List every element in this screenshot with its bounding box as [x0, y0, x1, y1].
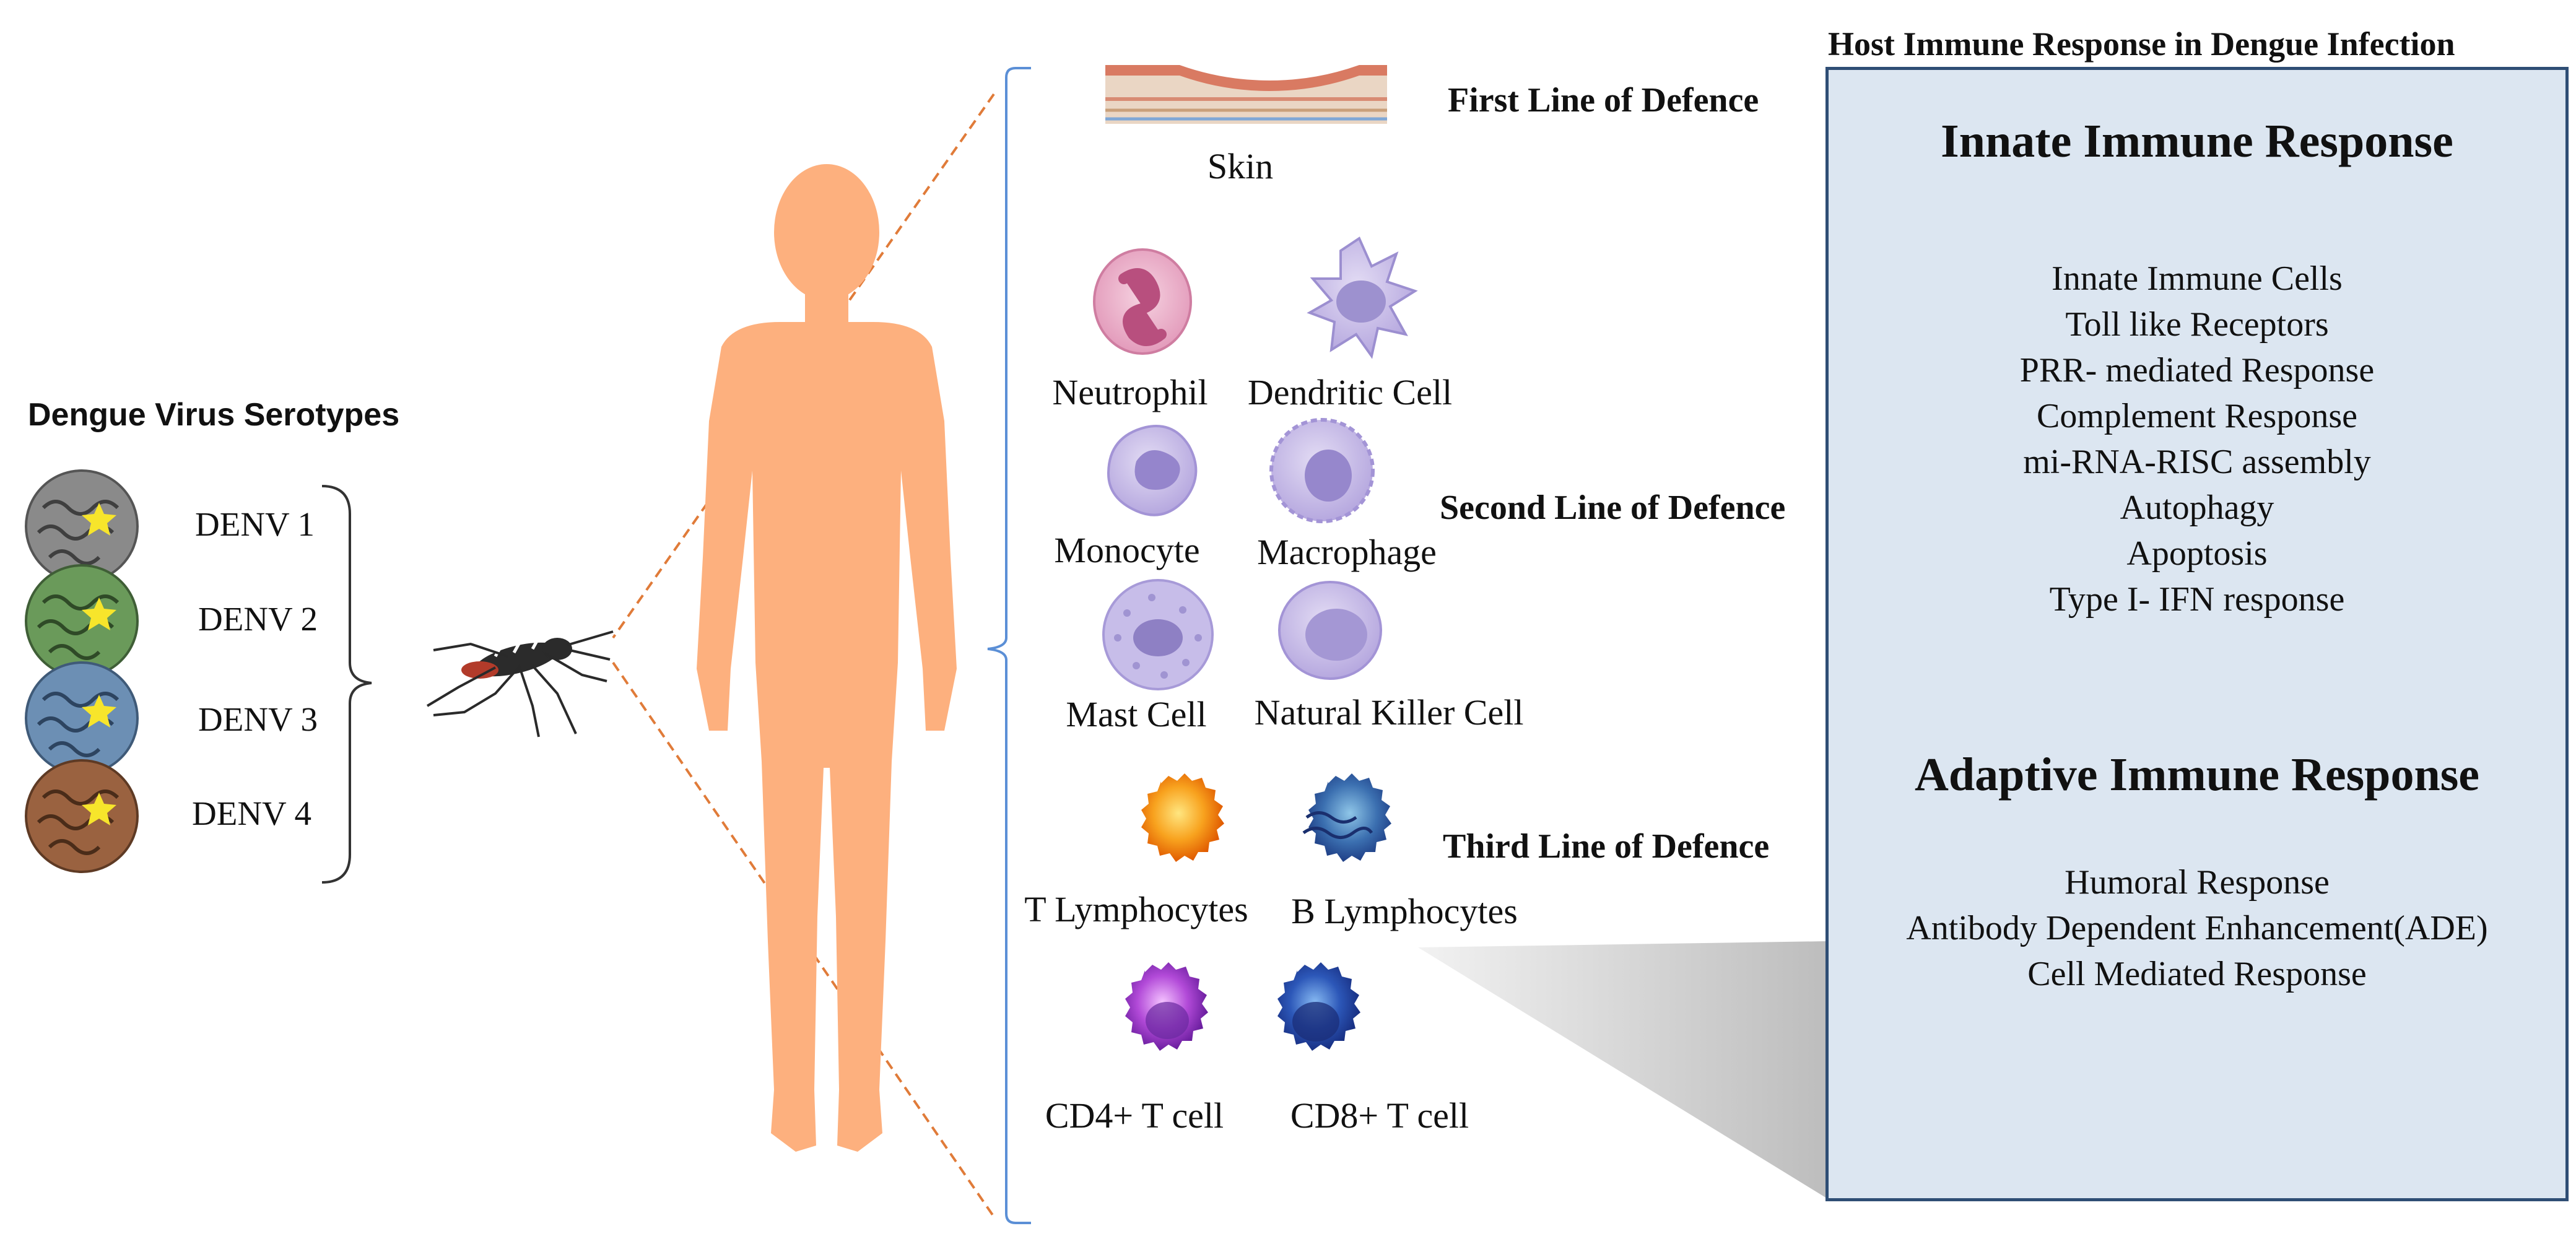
innate-list: Innate Immune Cells Toll like Receptors …	[1829, 256, 2565, 622]
macrophage-label: Macrophage	[1257, 532, 1437, 572]
adaptive-list: Humoral Response Antibody Dependent Enha…	[1829, 859, 2565, 997]
third-line-label: Third Line of Defence	[1443, 827, 1770, 866]
dendritic-cell-label: Dendritic Cell	[1247, 372, 1453, 412]
serotypes-title: Dengue Virus Serotypes	[28, 397, 400, 433]
denv-2-label: DENV 2	[198, 600, 318, 638]
denv-3-label: DENV 3	[198, 700, 318, 738]
t-lymphocyte-icon	[1141, 773, 1224, 862]
second-line-label: Second Line of Defence	[1440, 489, 1786, 527]
innate-item: Apoptosis	[2126, 534, 2268, 573]
panel-title: Host Immune Response in Dengue Infection	[1828, 25, 2455, 63]
immune-response-panel: Innate Immune Response Innate Immune Cel…	[1825, 67, 2569, 1201]
cd4-t-cell-icon	[1125, 962, 1208, 1051]
denv-4-virus-icon	[25, 759, 139, 873]
b-lymphocyte-icon	[1302, 773, 1391, 862]
innate-item: Toll like Receptors	[2065, 305, 2329, 344]
natural-killer-cell-label: Natural Killer Cell	[1254, 692, 1524, 733]
innate-item: Autophagy	[2120, 489, 2274, 527]
mosquito-icon	[426, 630, 614, 737]
human-silhouette	[697, 164, 957, 1152]
projection-shadow	[1418, 941, 1827, 1198]
adaptive-item: Antibody Dependent Enhancement(ADE)	[1906, 909, 2488, 947]
innate-item: mi-RNA-RISC assembly	[2023, 443, 2371, 481]
neutrophil-icon	[1093, 248, 1192, 355]
innate-item: Innate Immune Cells	[2052, 259, 2343, 298]
cd8-t-cell-icon	[1277, 962, 1360, 1051]
cd4-t-cell-label: CD4+ T cell	[1045, 1095, 1224, 1136]
adaptive-item: Humoral Response	[2065, 863, 2330, 902]
denv-1-virus-icon	[25, 469, 139, 583]
serotype-bracket	[321, 485, 372, 884]
t-lymphocytes-label: T Lymphocytes	[1024, 889, 1248, 929]
cd8-t-cell-label: CD8+ T cell	[1290, 1095, 1469, 1136]
neutrophil-label: Neutrophil	[1052, 372, 1208, 412]
mast-cell-label: Mast Cell	[1066, 694, 1207, 734]
denv-4-label: DENV 4	[192, 794, 312, 832]
adaptive-item: Cell Mediated Response	[2027, 955, 2367, 993]
innate-item: PRR- mediated Response	[2019, 351, 2375, 389]
skin-icon	[1105, 65, 1387, 124]
defence-bracket	[987, 67, 1031, 1224]
macrophage-icon	[1269, 418, 1375, 523]
first-line-label: First Line of Defence	[1448, 81, 1759, 120]
adaptive-heading: Adaptive Immune Response	[1914, 749, 2480, 801]
b-lymphocytes-label: B Lymphocytes	[1291, 891, 1518, 931]
mast-cell-icon	[1102, 579, 1214, 690]
innate-heading: Innate Immune Response	[1941, 115, 2453, 167]
monocyte-label: Monocyte	[1054, 530, 1200, 570]
innate-item: Type I- IFN response	[2049, 580, 2345, 619]
skin-label: Skin	[1207, 146, 1274, 186]
innate-item: Complement Response	[2037, 397, 2357, 435]
denv-3-virus-icon	[25, 661, 139, 775]
denv-1-label: DENV 1	[195, 505, 315, 543]
monocyte-icon	[1107, 425, 1198, 516]
natural-killer-cell-icon	[1278, 581, 1382, 680]
dendritic-cell-icon	[1307, 237, 1418, 359]
denv-2-virus-icon	[25, 564, 139, 678]
